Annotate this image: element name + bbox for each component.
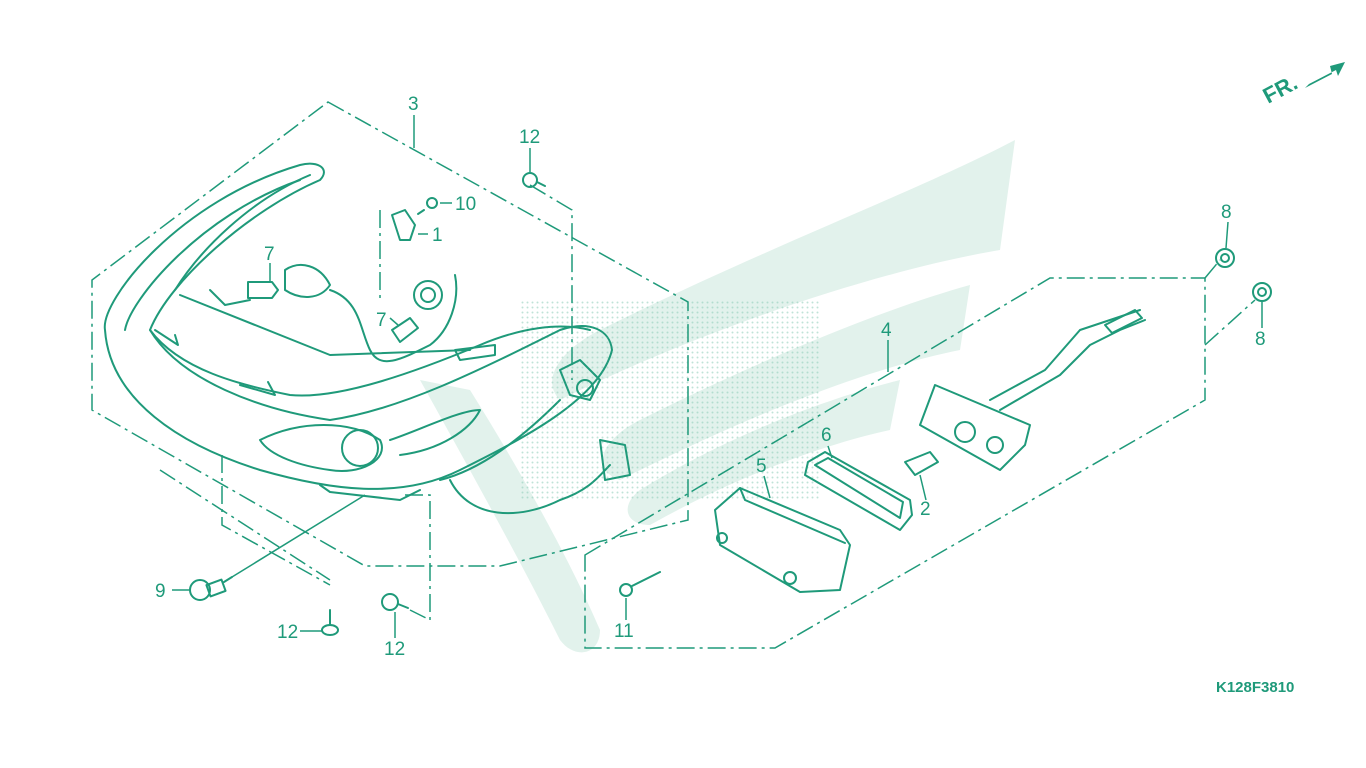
callout-12-bottom-mid: 12	[384, 639, 405, 660]
bulb-2	[904, 451, 939, 476]
callout-1: 1	[432, 225, 443, 246]
assembly-box-4	[584, 259, 1256, 649]
callout-5: 5	[756, 456, 767, 477]
callout-11: 11	[614, 621, 634, 642]
front-direction-indicator: FR.	[1259, 62, 1345, 108]
bolt-9	[189, 576, 233, 601]
callout-6: 6	[821, 425, 832, 446]
callout-4: 4	[881, 320, 892, 341]
screw-12-bottom-left	[321, 609, 339, 636]
rear-cowl-housing	[103, 162, 613, 501]
clip-1	[391, 209, 416, 241]
screw-11	[619, 571, 661, 597]
diagram-code: K128F3810	[1216, 679, 1294, 696]
lamp-base-4	[919, 309, 1146, 471]
callout-10: 10	[455, 194, 476, 215]
callout-2: 2	[920, 499, 931, 520]
front-direction-label: FR.	[1259, 70, 1302, 109]
nut-8-top	[1215, 248, 1235, 268]
callout-7-left: 7	[264, 244, 275, 265]
callout-3: 3	[408, 94, 419, 115]
callout-8-right: 8	[1255, 329, 1266, 350]
callout-8-top: 8	[1221, 202, 1232, 223]
wire-harness	[284, 264, 631, 515]
screw-12-bottom-mid	[381, 593, 409, 611]
gasket-6	[804, 451, 913, 531]
bulb-7a	[247, 281, 279, 299]
callout-12-bottom-left: 12	[277, 622, 298, 643]
bulb-7b	[391, 317, 419, 343]
screw-10	[417, 197, 438, 215]
callout-7-right: 7	[376, 310, 387, 331]
callout-9: 9	[155, 581, 166, 602]
callout-12-top: 12	[519, 127, 540, 148]
nut-8-right	[1252, 282, 1272, 302]
callouts: 3 12 10 1 7 7 4 6 5 2 8 8 9 12 12 11	[155, 94, 1266, 660]
license-lens-5	[714, 487, 851, 593]
screw-12-top	[522, 172, 546, 188]
leader-lines	[172, 115, 1263, 638]
brand-wing-watermark	[420, 140, 1015, 653]
assembly-box-3	[91, 101, 689, 622]
arrow-icon	[1305, 62, 1345, 88]
